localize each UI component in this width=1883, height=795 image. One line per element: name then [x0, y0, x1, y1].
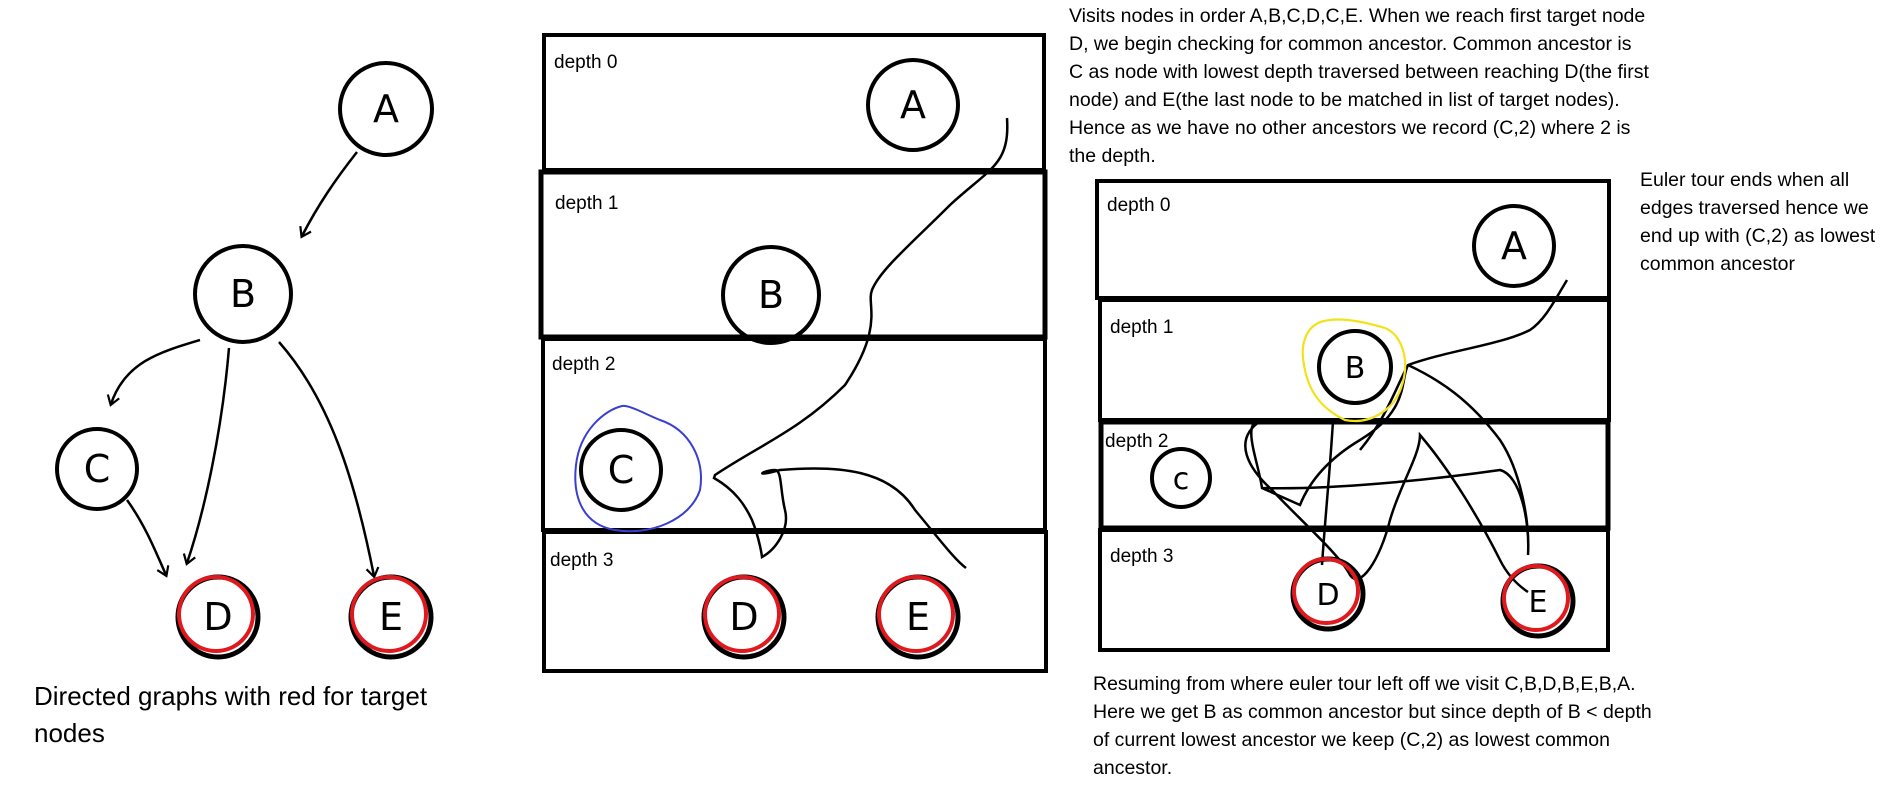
- middle-depth-3-label: depth 3: [550, 550, 613, 571]
- right-node-b-label: B: [1345, 351, 1366, 386]
- right-node-c: c: [1150, 447, 1212, 509]
- left-node-c: C: [55, 427, 139, 511]
- right-node-b: B: [1301, 318, 1407, 423]
- right-node-d: D: [1290, 556, 1366, 632]
- middle-depth-3-band: [542, 530, 1048, 673]
- left-node-b-label: B: [230, 272, 256, 316]
- left-node-d: D: [175, 574, 261, 660]
- middle-node-b-label: B: [758, 273, 784, 317]
- right-node-a-label: A: [1501, 224, 1527, 268]
- middle-node-a-label: A: [900, 83, 926, 127]
- middle-node-c: C: [574, 404, 702, 533]
- right-depth-2-label: depth 2: [1105, 431, 1168, 452]
- middle-node-a: A: [866, 58, 960, 152]
- right-b-highlight: [1301, 318, 1407, 423]
- note-resume-tour: Resuming from where euler tour left off …: [1093, 673, 1652, 779]
- middle-euler-tour-path: [712, 117, 1009, 570]
- right-node-e: E: [1500, 563, 1576, 639]
- middle-node-e-label: E: [906, 595, 930, 639]
- left-node-e: E: [348, 574, 434, 660]
- middle-node-c-label: C: [608, 448, 635, 492]
- edge-b-e: [278, 341, 380, 579]
- middle-depth-1-label: depth 1: [555, 193, 618, 214]
- right-node-c-label: c: [1173, 462, 1190, 497]
- left-graph: [106, 151, 380, 579]
- note-euler-tour-first-pass: Visits nodes in order A,B,C,D,C,E. When …: [1069, 5, 1649, 167]
- right-node-d-label: D: [1316, 578, 1339, 613]
- right-depth-1-label: depth 1: [1110, 317, 1173, 338]
- left-node-d-label: D: [203, 595, 232, 639]
- middle-depth-2-band: [541, 337, 1047, 532]
- middle-node-d-label: D: [729, 595, 758, 639]
- middle-depth-0-label: depth 0: [554, 52, 617, 73]
- left-node-e-label: E: [379, 595, 403, 639]
- right-depth-0-label: depth 0: [1107, 195, 1170, 216]
- left-node-a-label: A: [373, 87, 399, 131]
- middle-depth-0-band: [542, 33, 1046, 172]
- middle-node-e: E: [875, 574, 961, 660]
- edge-a-b: [299, 151, 358, 239]
- middle-depth-2-label: depth 2: [552, 354, 615, 375]
- middle-diagram: depth 0 depth 1 depth 2 depth 3 A B C D …: [538, 33, 1048, 673]
- right-node-e-label: E: [1529, 585, 1548, 620]
- left-graph-caption: Directed graphs with red for target node…: [34, 681, 428, 748]
- left-node-c-label: C: [84, 447, 111, 491]
- edge-b-c: [106, 338, 201, 407]
- middle-node-d: D: [701, 574, 787, 660]
- left-node-a: A: [338, 61, 434, 157]
- note-euler-tour-end: Euler tour ends when all edges traversed…: [1640, 169, 1876, 275]
- right-depth-3-band: [1098, 528, 1610, 652]
- right-euler-tour-path: [1244, 279, 1569, 594]
- middle-common-ancestor-highlight: [574, 404, 702, 533]
- middle-node-b: B: [721, 245, 821, 345]
- right-node-a: A: [1472, 204, 1556, 288]
- right-depth-3-label: depth 3: [1110, 546, 1173, 567]
- right-diagram: depth 0 depth 1 depth 2 depth 3 A B c D …: [1095, 179, 1611, 652]
- left-node-b: B: [193, 244, 293, 344]
- edge-b-d: [182, 347, 231, 566]
- edge-c-d: [125, 499, 170, 578]
